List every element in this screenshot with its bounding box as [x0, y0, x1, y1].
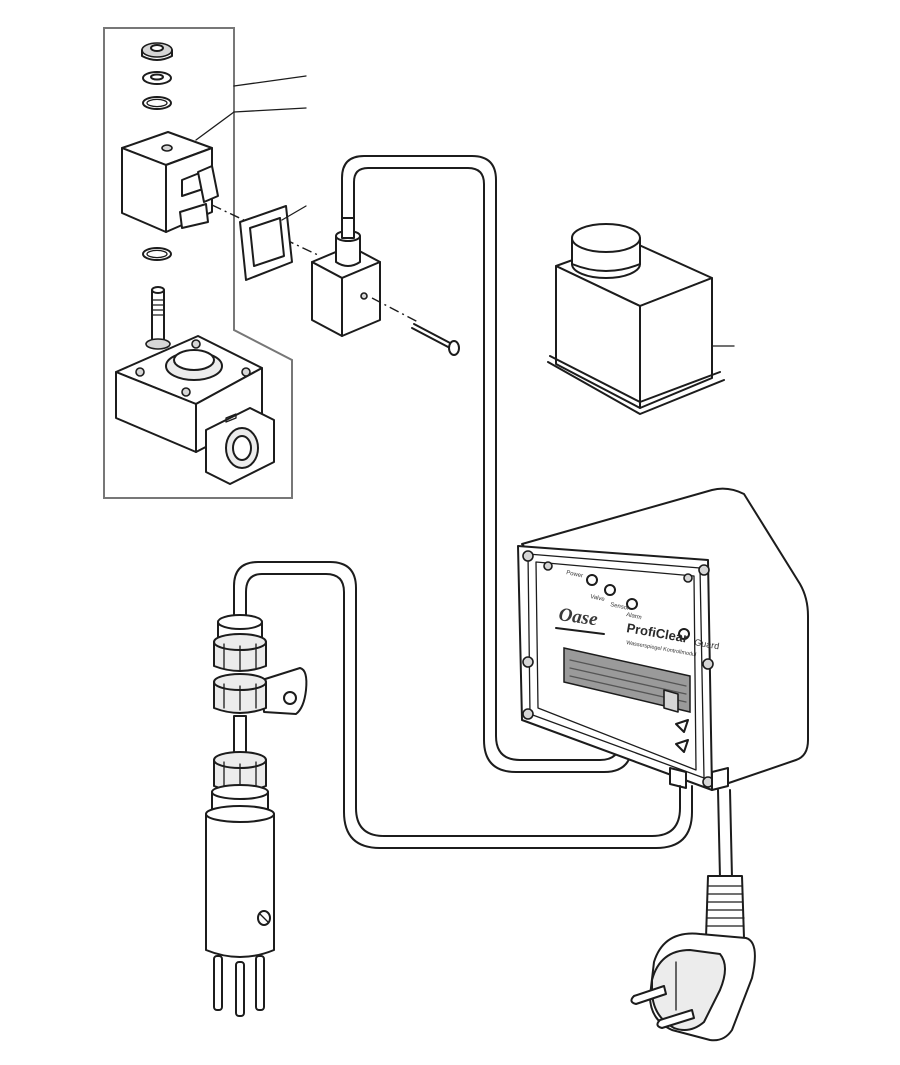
led-label-2: Valve: [590, 594, 606, 603]
power-cable: [717, 789, 733, 879]
screw-axis: [371, 297, 419, 323]
coil-nut: [141, 42, 173, 61]
sensor-probe-2: [235, 961, 245, 1017]
led-indicator-1: [586, 574, 598, 586]
valve-body: [115, 335, 275, 485]
valve-cable: [341, 155, 633, 773]
led-label-3: Sensor: [610, 602, 630, 612]
solenoid-valve-group: [103, 27, 321, 499]
housing-screw-mr: [702, 658, 714, 670]
protective-cover: [547, 223, 735, 415]
o-ring-bottom: [142, 247, 172, 261]
led-indicator-3: [626, 598, 638, 610]
controller-housing: Power Valve Sensor Alarm Oase ProfiClear…: [517, 487, 809, 791]
plug-pin-2: [656, 1009, 695, 1029]
armature-tube: [145, 286, 171, 350]
leader-line-valve-top: [233, 75, 307, 87]
power-plug: [630, 875, 756, 1042]
led-indicator-4: [678, 628, 690, 640]
plug-pin-1: [630, 985, 667, 1005]
leader-line-valve-coil: [195, 111, 235, 141]
housing-screw-tr: [698, 564, 710, 576]
sensor-probe-3: [255, 955, 265, 1011]
sensor-probe-1: [213, 955, 223, 1011]
o-ring-top: [142, 96, 172, 110]
housing-screw-ml: [522, 656, 534, 668]
solenoid-coil: [121, 131, 219, 233]
product-model-name: Guard: [694, 637, 720, 651]
level-sensor: [205, 614, 308, 1017]
valve-group-frame: [103, 27, 293, 499]
sensor-cable: [233, 561, 693, 849]
led-indicator-2: [604, 584, 616, 596]
washer: [142, 71, 172, 85]
housing-screw-tl: [522, 550, 534, 562]
leader-line-valve-coil-b: [233, 107, 307, 113]
coil-connector-plug: [311, 217, 381, 337]
housing-screw-bl: [522, 708, 534, 720]
connector-screw: [411, 323, 460, 356]
led-label-1: Power: [566, 570, 584, 579]
led-label-4: Alarm: [626, 612, 643, 621]
leader-line-gasket: [281, 205, 307, 221]
led-row: Power Valve Sensor Alarm: [566, 570, 690, 640]
connector-gasket: [239, 205, 293, 281]
